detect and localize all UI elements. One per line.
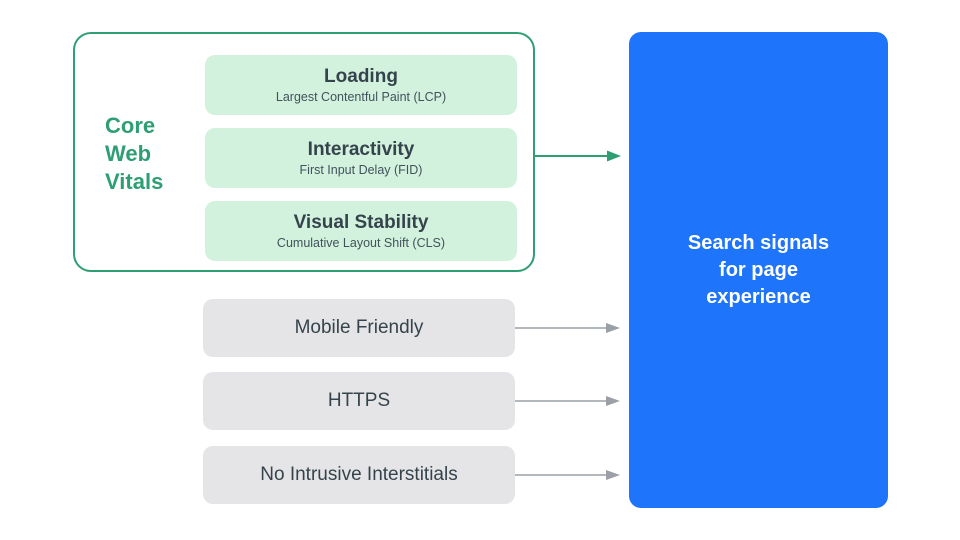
metric-card-loading[interactable]: Loading Largest Contentful Paint (LCP) <box>205 55 517 115</box>
signal-label: HTTPS <box>327 390 391 411</box>
core-web-vitals-arrow <box>533 149 623 163</box>
signal-card-https[interactable]: HTTPS <box>203 372 515 430</box>
metric-title: Visual Stability <box>293 211 429 233</box>
metric-title: Interactivity <box>307 138 415 160</box>
outcome-line-3: experience <box>706 285 811 308</box>
search-signals-outcome-panel: Search signals for page experience <box>629 32 888 508</box>
signal-card-no-intrusive-interstitials[interactable]: No Intrusive Interstitials <box>203 446 515 504</box>
https-arrow <box>515 394 623 408</box>
core-web-vitals-group: Core Web Vitals Loading Largest Contentf… <box>73 32 535 272</box>
core-web-vitals-group-label: Core Web Vitals <box>105 112 197 196</box>
outcome-line-2: for page <box>719 258 798 281</box>
signal-label: Mobile Friendly <box>294 317 424 338</box>
signal-label: No Intrusive Interstitials <box>260 464 458 485</box>
core-web-vitals-label-line-1: Core <box>105 113 156 138</box>
no-intrusive-interstitials-arrow <box>515 468 623 482</box>
metric-card-visual-stability[interactable]: Visual Stability Cumulative Layout Shift… <box>205 201 517 261</box>
core-web-vitals-label-line-3: Vitals <box>105 169 164 194</box>
metric-title: Loading <box>324 65 398 87</box>
metric-subtitle: Largest Contentful Paint (LCP) <box>275 89 447 104</box>
signal-card-mobile-friendly[interactable]: Mobile Friendly <box>203 299 515 357</box>
metric-subtitle: Cumulative Layout Shift (CLS) <box>276 235 446 250</box>
outcome-line-1: Search signals <box>687 231 830 254</box>
metric-card-interactivity[interactable]: Interactivity First Input Delay (FID) <box>205 128 517 188</box>
mobile-friendly-arrow <box>515 321 623 335</box>
core-web-vitals-label-line-2: Web <box>105 141 152 166</box>
outcome-title: Search signals for page experience <box>674 230 843 311</box>
metric-subtitle: First Input Delay (FID) <box>299 162 423 177</box>
